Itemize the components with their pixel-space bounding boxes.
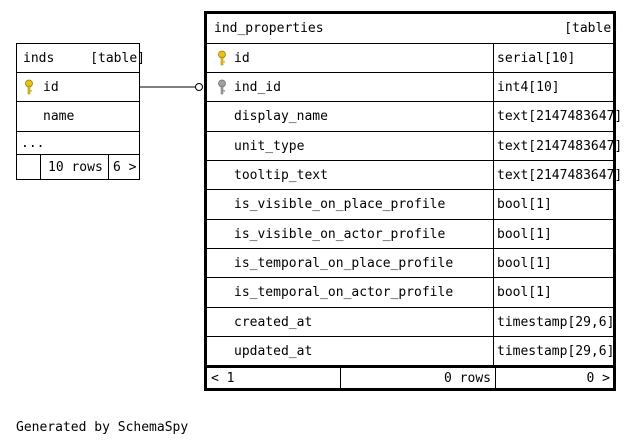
column-name: is_visible_on_place_profile [234, 197, 446, 212]
column-row-created-at[interactable]: created_at timestamp[29,6] [207, 307, 615, 336]
table-inds[interactable]: inds [table] id name ... 10 rows 6 > [16, 43, 145, 180]
column-type: bool[1] [497, 255, 552, 271]
column-row-is-visible-on-place-profile[interactable]: is_visible_on_place_profile bool[1] [207, 189, 613, 219]
column-type: bool[1] [497, 226, 552, 242]
row-count: 10 rows [48, 160, 103, 175]
row-count: 0 rows [444, 370, 491, 386]
table-ind-properties[interactable]: ind_properties [table] id serial[10] ind… [204, 11, 622, 391]
type-column-divider [493, 43, 494, 388]
table-title: ind_properties [214, 21, 324, 36]
table-title: inds [23, 50, 55, 66]
column-name: ind_id [234, 79, 281, 95]
footer-divider [40, 155, 41, 180]
column-name: tooltip_text [234, 167, 328, 183]
column-name: id [234, 50, 250, 66]
column-name: created_at [234, 314, 313, 330]
column-row-is-visible-on-actor-profile[interactable]: is_visible_on_actor_profile bool[1] [207, 219, 613, 248]
primary-key-icon [213, 44, 231, 72]
column-type: timestamp[29,6] [497, 343, 615, 359]
parents-count-link[interactable]: < 1 [211, 370, 235, 386]
column-row-id[interactable]: id [17, 72, 139, 101]
column-name: name [43, 109, 75, 124]
column-name: is_temporal_on_place_profile [234, 255, 454, 271]
children-count-link[interactable]: 6 > [113, 160, 137, 175]
footer-divider [108, 155, 109, 180]
column-row-ind-id[interactable]: ind_id int4[10] [207, 72, 613, 101]
children-count-link[interactable]: 0 > [586, 370, 610, 386]
column-row-tooltip-text[interactable]: tooltip_text text[2147483647] [207, 160, 622, 189]
column-row-display-name[interactable]: display_name text[2147483647] [207, 101, 622, 131]
column-row-updated-at[interactable]: updated_at timestamp[29,6] [207, 336, 615, 365]
column-row-is-temporal-on-place-profile[interactable]: is_temporal_on_place_profile bool[1] [207, 248, 613, 277]
table-footer: 10 rows 6 > [17, 154, 139, 180]
column-name: id [43, 79, 59, 95]
column-type: serial[10] [497, 50, 576, 66]
table-footer: < 1 0 rows 0 > [207, 365, 613, 388]
column-type: text[2147483647] [497, 109, 623, 124]
table-header: inds [table] [17, 44, 145, 72]
column-row-id[interactable]: id serial[10] [207, 43, 613, 72]
column-row-unit-type[interactable]: unit_type text[2147483647] [207, 131, 622, 160]
table-type-label: [table] [90, 50, 145, 66]
more-columns-row[interactable]: ... [17, 131, 139, 154]
column-type: text[2147483647] [497, 167, 623, 183]
column-name: unit_type [234, 138, 305, 154]
column-type: bool[1] [497, 197, 552, 212]
column-type: text[2147483647] [497, 138, 623, 154]
column-name: is_temporal_on_actor_profile [234, 285, 454, 300]
column-row-is-temporal-on-actor-profile[interactable]: is_temporal_on_actor_profile bool[1] [207, 277, 613, 307]
column-type: int4[10] [497, 79, 560, 95]
column-row-name[interactable]: name [17, 101, 139, 131]
table-type-label: [table] [564, 21, 619, 36]
footer-divider [340, 368, 341, 388]
foreign-key-icon [213, 73, 231, 101]
table-header: ind_properties [table] [207, 14, 619, 43]
column-type: bool[1] [497, 285, 552, 300]
column-name: display_name [234, 109, 328, 124]
generated-by-label: Generated by SchemaSpy [16, 420, 189, 435]
fk-zero-cardinality-marker [195, 83, 203, 91]
column-type: timestamp[29,6] [497, 314, 615, 330]
column-name: updated_at [234, 343, 313, 359]
footer-divider [495, 368, 496, 388]
column-name: is_visible_on_actor_profile [234, 226, 446, 242]
primary-key-icon [20, 73, 38, 101]
more-columns-ellipsis: ... [21, 135, 45, 151]
